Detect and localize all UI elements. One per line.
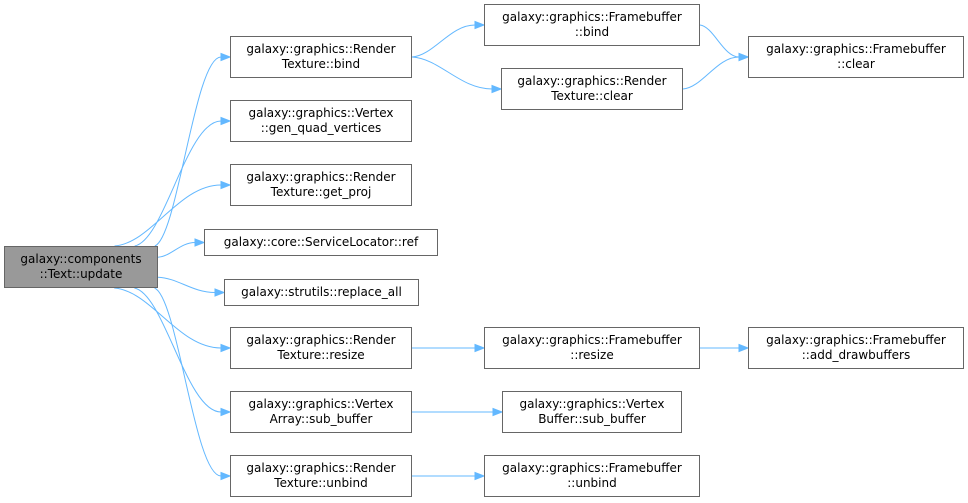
node-framebuffer-resize[interactable]: galaxy::graphics::Framebuffer ::resize: [484, 327, 700, 369]
node-render-texture-resize[interactable]: galaxy::graphics::Render Texture::resize: [230, 327, 412, 369]
edge-arrowhead: [492, 407, 504, 417]
edge-arrowhead: [194, 238, 206, 247]
node-label-line: galaxy::graphics::Vertex: [519, 397, 665, 411]
node-label-line: galaxy::graphics::Render: [246, 333, 396, 347]
node-framebuffer-add-drawbuffers[interactable]: galaxy::graphics::Framebuffer ::add_draw…: [748, 327, 964, 369]
edge-fb_bind-to-fb_clear: [699, 24, 740, 58]
node-render-texture-bind[interactable]: galaxy::graphics::Render Texture::bind: [230, 36, 412, 78]
node-label-line: ::gen_quad_vertices: [260, 121, 382, 135]
node-framebuffer-clear[interactable]: galaxy::graphics::Framebuffer ::clear: [748, 36, 964, 78]
node-framebuffer-unbind[interactable]: galaxy::graphics::Framebuffer ::unbind: [484, 455, 700, 497]
edge-arrowhead: [220, 116, 232, 126]
node-label-line: galaxy::graphics::Render: [246, 42, 396, 56]
edge-arrowhead: [474, 471, 486, 481]
edge-text_update-to-service_locator_ref: [157, 242, 196, 258]
edge-text_update-to-rt_resize: [114, 287, 222, 349]
node-label-line: galaxy::graphics::Framebuffer: [766, 42, 946, 56]
node-vertex-gen-quad-vertices[interactable]: galaxy::graphics::Vertex ::gen_quad_vert…: [230, 100, 412, 142]
edge-arrowhead: [220, 180, 232, 190]
node-label-line: galaxy::graphics::Render: [246, 170, 396, 184]
node-label-line: Texture::unbind: [274, 476, 368, 490]
node-label-line: ::resize: [570, 348, 614, 362]
node-label-line: galaxy::graphics::Framebuffer: [502, 333, 682, 347]
node-label-line: ::bind: [574, 25, 610, 39]
edge-arrowhead: [738, 343, 750, 353]
node-label-line: galaxy::graphics::Render: [517, 74, 667, 88]
node-vertex-array-sub-buffer[interactable]: galaxy::graphics::Vertex Array::sub_buff…: [230, 391, 412, 433]
node-label-line: Buffer::sub_buffer: [538, 412, 646, 426]
edge-arrowhead: [474, 20, 486, 30]
edge-rt_bind-to-fb_bind: [411, 24, 476, 58]
node-framebuffer-bind[interactable]: galaxy::graphics::Framebuffer ::bind: [484, 4, 700, 46]
node-label-line: galaxy::components: [20, 252, 142, 266]
node-label-line: ::add_drawbuffers: [801, 348, 911, 362]
node-render-texture-unbind[interactable]: galaxy::graphics::Render Texture::unbind: [230, 455, 412, 497]
edge-arrowhead: [220, 471, 232, 481]
node-label-line: galaxy::graphics::Framebuffer: [502, 461, 682, 475]
edge-text_update-to-rt_unbind: [154, 287, 222, 477]
node-label-line: ::clear: [837, 57, 875, 71]
edge-arrowhead: [220, 343, 232, 353]
node-label-line: galaxy::graphics::Vertex: [248, 397, 394, 411]
node-strutils-replace-all[interactable]: galaxy::strutils::replace_all: [224, 279, 419, 306]
node-label-line: galaxy::graphics::Framebuffer: [502, 10, 682, 24]
edge-arrowhead: [220, 52, 232, 62]
edge-text_update-to-strutils_replace_all: [157, 276, 216, 293]
node-render-texture-clear[interactable]: galaxy::graphics::Render Texture::clear: [501, 68, 683, 110]
node-label-line: ::Text::update: [39, 267, 123, 281]
node-label-line: galaxy::graphics::Framebuffer: [766, 333, 946, 347]
edge-arrowhead: [474, 343, 486, 353]
edge-text_update-to-vertex_gen_quad: [134, 120, 222, 247]
edge-arrowhead: [220, 407, 232, 417]
node-label-line: Texture::bind: [281, 57, 361, 71]
node-label-line: Array::sub_buffer: [269, 412, 373, 426]
node-label-line: Texture::resize: [277, 348, 365, 362]
node-vertex-buffer-sub-buffer[interactable]: galaxy::graphics::Vertex Buffer::sub_buf…: [502, 391, 682, 433]
node-service-locator-ref[interactable]: galaxy::core::ServiceLocator::ref: [204, 229, 438, 256]
node-label-line: ::unbind: [567, 476, 617, 490]
node-text-update[interactable]: galaxy::components ::Text::update: [4, 246, 158, 288]
edge-text_update-to-rt_bind: [154, 56, 222, 247]
node-label-line: galaxy::core::ServiceLocator::ref: [223, 235, 419, 249]
edge-rt_clear-to-fb_clear: [682, 56, 740, 90]
edge-rt_bind-to-rt_clear: [411, 56, 493, 90]
node-label-line: Texture::get_proj: [270, 185, 372, 199]
node-render-texture-get-proj[interactable]: galaxy::graphics::Render Texture::get_pr…: [230, 164, 412, 206]
edge-arrowhead: [214, 288, 226, 297]
node-label-line: galaxy::strutils::replace_all: [241, 285, 402, 299]
node-label-line: galaxy::graphics::Vertex: [248, 106, 394, 120]
node-label-line: Texture::clear: [551, 89, 633, 103]
edge-arrowhead: [491, 84, 503, 94]
edge-text_update-to-va_sub_buffer: [134, 287, 222, 413]
edge-text_update-to-rt_get_proj: [114, 184, 222, 247]
edge-arrowhead: [738, 52, 750, 62]
node-label-line: galaxy::graphics::Render: [246, 461, 396, 475]
